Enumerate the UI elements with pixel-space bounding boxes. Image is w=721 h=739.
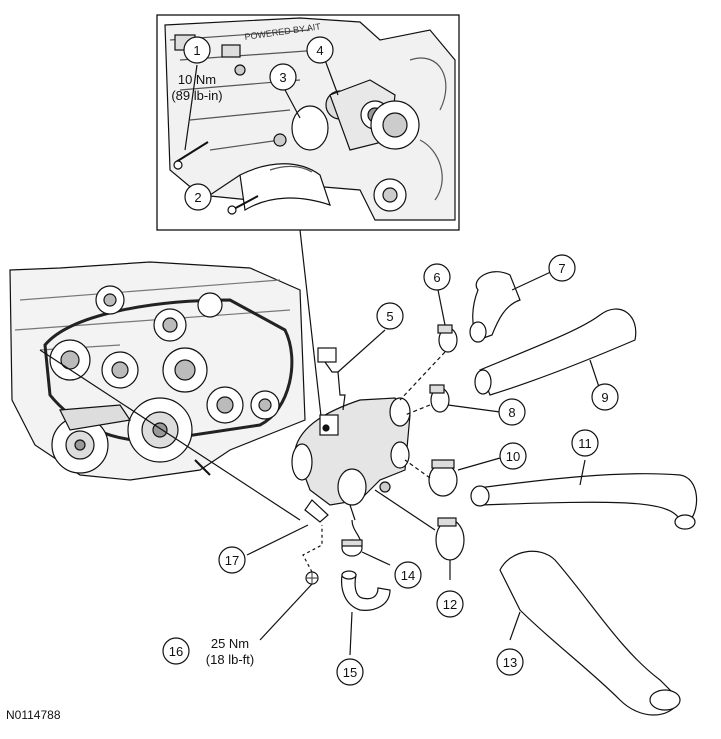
callout-12: 12 xyxy=(436,590,464,618)
callout-4: 4 xyxy=(306,36,334,64)
hose-13 xyxy=(499,550,681,716)
callout-9: 9 xyxy=(591,383,619,411)
torque-label-16-imperial: (18 lb-ft) xyxy=(205,652,255,667)
svg-text:6: 6 xyxy=(433,270,440,285)
svg-text:13: 13 xyxy=(503,655,517,670)
svg-text:4: 4 xyxy=(316,43,323,58)
callout-15: 15 xyxy=(336,658,364,686)
svg-text:7: 7 xyxy=(558,261,565,276)
sensor-5 xyxy=(317,329,386,411)
callout-2: 2 xyxy=(184,183,212,211)
svg-text:2: 2 xyxy=(194,190,201,205)
svg-text:14: 14 xyxy=(401,568,415,583)
engine-assembly xyxy=(9,261,306,521)
torque-label-1-imperial: (89 lb-in) xyxy=(171,88,223,103)
hose-15 xyxy=(340,570,391,656)
torque-label-16-nm: 25 Nm xyxy=(210,636,250,651)
callout-6: 6 xyxy=(423,263,451,291)
svg-text:15: 15 xyxy=(343,665,357,680)
thermostat-housing xyxy=(291,397,411,546)
callout-14: 14 xyxy=(394,561,422,589)
svg-text:1: 1 xyxy=(193,43,200,58)
figure-id: N0114788 xyxy=(6,708,61,722)
torque-label-16: 25 Nm (18 lb-ft) xyxy=(195,636,265,668)
callout-markers: 1 2 3 4 5 6 7 8 9 10 11 12 13 14 15 16 1… xyxy=(162,36,619,686)
callout-3: 3 xyxy=(269,63,297,91)
callout-10: 10 xyxy=(499,442,527,470)
callout-8: 8 xyxy=(498,398,526,426)
svg-text:5: 5 xyxy=(386,309,393,324)
callout-7: 7 xyxy=(548,254,576,282)
svg-text:9: 9 xyxy=(601,390,608,405)
svg-text:8: 8 xyxy=(508,405,515,420)
svg-text:11: 11 xyxy=(578,436,592,451)
torque-label-1: 10 Nm (89 lb-in) xyxy=(160,72,234,104)
clamp-14 xyxy=(341,539,391,566)
clamp-8 xyxy=(404,384,501,416)
callout-11: 11 xyxy=(571,429,599,457)
svg-text:3: 3 xyxy=(279,70,286,85)
torque-label-1-nm: 10 Nm xyxy=(177,72,217,87)
clamp-10 xyxy=(404,457,501,497)
leader-17 xyxy=(246,524,309,556)
callout-1: 1 xyxy=(183,36,211,64)
svg-text:17: 17 xyxy=(225,553,239,568)
callout-13: 13 xyxy=(496,648,524,676)
callout-16: 16 xyxy=(162,637,190,665)
svg-text:16: 16 xyxy=(169,644,183,659)
hose-11 xyxy=(470,459,698,530)
clamp-6 xyxy=(399,289,458,401)
svg-text:12: 12 xyxy=(443,597,457,612)
bolt-16 xyxy=(259,525,323,641)
hose-7 xyxy=(469,269,556,343)
callout-5: 5 xyxy=(376,302,404,330)
callout-17: 17 xyxy=(218,546,246,574)
clamp-12 xyxy=(374,489,465,580)
svg-text:10: 10 xyxy=(506,449,520,464)
inset-leader-line xyxy=(299,229,323,426)
hose-9 xyxy=(474,308,637,396)
